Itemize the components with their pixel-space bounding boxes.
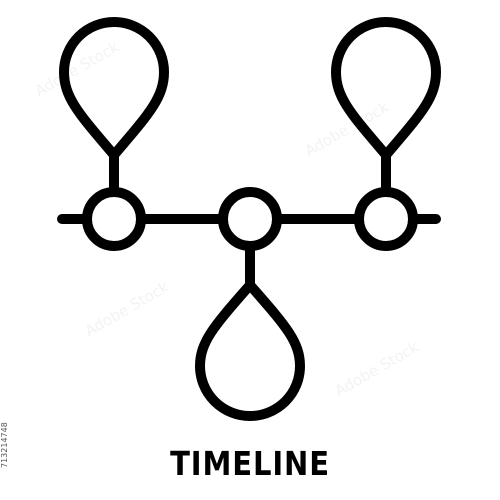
icon-title: TIMELINE [170,444,330,483]
stock-id: 713214748 [0,422,9,468]
timeline-node-right [354,187,418,251]
timeline-node-center [218,187,282,251]
pin-drop-right [331,17,441,160]
pin-drop-center [195,280,305,421]
pin-drop-left [59,17,169,160]
timeline-node-left [82,187,146,251]
